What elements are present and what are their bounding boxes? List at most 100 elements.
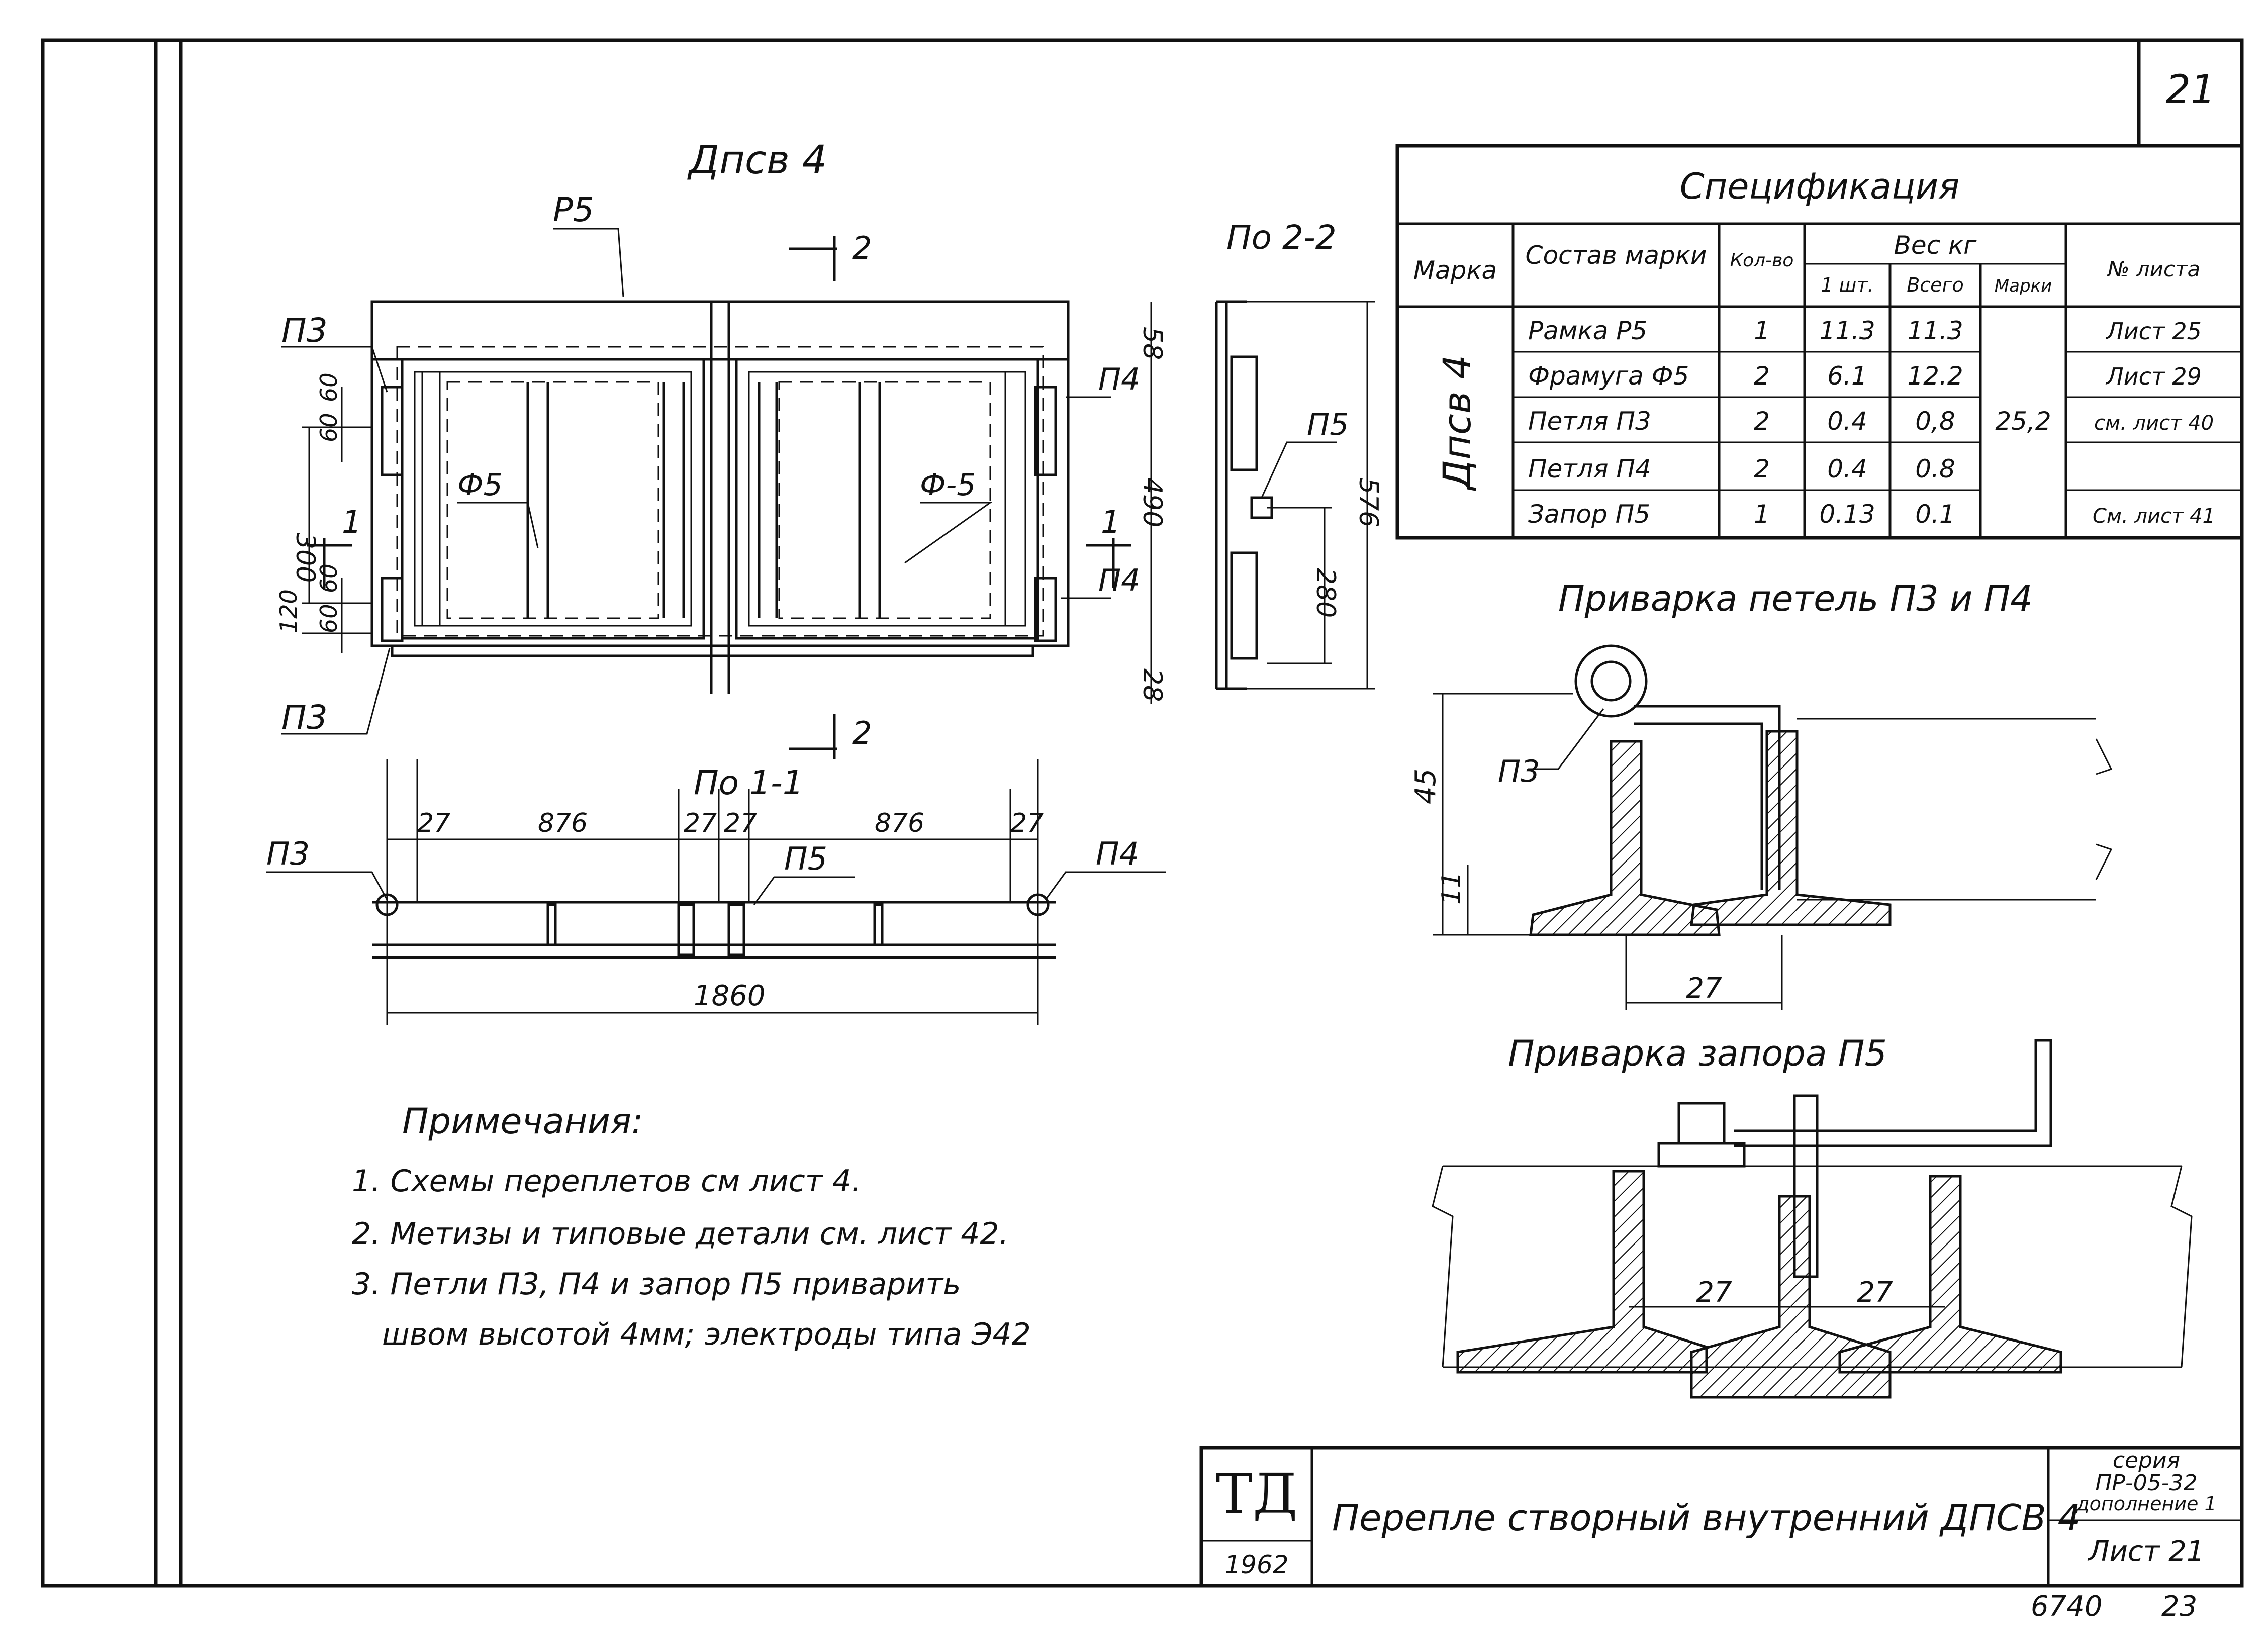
svg-text:2: 2 [852, 715, 872, 751]
dim-300: 300 [290, 533, 320, 583]
label-p3-bottom: П3 [281, 698, 328, 737]
hinge-p3-top [381, 386, 404, 476]
svg-text:1: 1 [1754, 316, 1770, 345]
section-marker-2-bottom: 2 [789, 714, 872, 759]
section-1-1-dim-4: 876 [875, 808, 924, 838]
title-name: Перепле створный внутренний ДПСВ 4 [1332, 1497, 2081, 1539]
sheet-frame [41, 38, 2244, 1588]
svg-text:Рамка Р5: Рамка Р5 [1528, 316, 1647, 345]
section-1-1: По 1-1 27 876 27 27 876 27 1860 П3 П5 П4 [266, 759, 1166, 1025]
note-1: 1. Схемы переплетов см лист 4. [352, 1164, 861, 1199]
dim-490: 490 [1137, 477, 1167, 527]
section-1-1-dim-3: 27 [724, 808, 757, 838]
specification-table: Спецификация Марка Состав марки Кол-во В… [1395, 144, 2244, 540]
svg-text:12.2: 12.2 [1907, 361, 1963, 391]
notes-title: Примечания: [402, 1101, 643, 1142]
svg-text:0.4: 0.4 [1827, 454, 1867, 484]
main-view-title: Дпсв 4 [687, 138, 827, 183]
spec-header-weight: Вес кг [1894, 231, 1977, 260]
label-f5-right: Ф-5 [920, 467, 976, 503]
label-frame-r5: Р5 [553, 190, 594, 229]
section-1-1-total: 1860 [694, 980, 766, 1012]
spec-row: Петля П4 2 0.4 0.8 [1528, 454, 1955, 484]
archive-number: 6740 [2031, 1590, 2103, 1623]
label-p4-top: П4 [1098, 362, 1140, 397]
spec-row: Запор П5 1 0.13 0.1 См. лист 41 [1528, 500, 2215, 529]
svg-text:60: 60 [315, 563, 342, 593]
svg-text:60: 60 [315, 604, 342, 633]
svg-text:См. лист 41: См. лист 41 [2093, 505, 2215, 528]
detail-hinge-label-p3: П3 [1498, 754, 1540, 789]
section-2-2: По 2-2 П5 576 58 490 28 280 [1137, 218, 1383, 704]
sash-left [401, 358, 705, 640]
dim-576: 576 [1353, 477, 1383, 527]
svg-text:60: 60 [315, 413, 342, 442]
detail-lock-title: Приварка запора П5 [1508, 1033, 1887, 1074]
hinge-p4-top [1034, 386, 1057, 476]
spec-header-sheet: № листа [2107, 257, 2200, 281]
spec-header-per-mark: Марки [1995, 276, 2052, 296]
title-sheet-label: Лист 21 [2088, 1535, 2205, 1568]
section-1-1-dim-1: 876 [538, 808, 588, 838]
label-f5-left: Ф5 [457, 467, 503, 503]
section-marker-1-left: 1 [307, 504, 361, 588]
title-year: 1962 [1224, 1550, 1288, 1579]
svg-text:Фрамуга Ф5: Фрамуга Ф5 [1528, 361, 1689, 391]
svg-text:Петля П3: Петля П3 [1528, 407, 1651, 436]
hinge-p4-bottom [1034, 577, 1057, 642]
spec-header-composition: Состав марки [1526, 241, 1707, 270]
svg-text:2: 2 [1754, 361, 1770, 391]
svg-text:0.4: 0.4 [1827, 407, 1867, 436]
spec-header-total: Всего [1907, 274, 1964, 296]
spec-mark-weight: 25,2 [1995, 407, 2051, 436]
detail-lock-welding: Приварка запора П5 27 27 [1432, 1033, 2193, 1399]
svg-text:1: 1 [342, 504, 361, 540]
section-1-1-dim-2: 27 [684, 808, 717, 838]
note-3: 3. Петли П3, П4 и запор П5 приварить [352, 1267, 961, 1302]
section-1-1-label-p4: П4 [1096, 835, 1139, 872]
sash-right [735, 358, 1040, 640]
svg-text:0.13: 0.13 [1819, 500, 1875, 529]
notes: Примечания: 1. Схемы переплетов см лист … [352, 1101, 1031, 1352]
section-marker-1-right: 1 [1086, 504, 1131, 588]
note-2: 2. Метизы и типовые детали см. лист 42. [352, 1216, 1009, 1252]
spec-mark-value: Дпсв 4 [1435, 355, 1479, 491]
svg-text:6.1: 6.1 [1827, 361, 1867, 391]
svg-text:60: 60 [315, 372, 342, 402]
spec-row: Фрамуга Ф5 2 6.1 12.2 Лист 29 [1528, 361, 2202, 391]
archive-page: 23 [2161, 1590, 2197, 1623]
section-2-2-label-p5: П5 [1307, 407, 1349, 442]
sheet-number: 21 [2165, 67, 2215, 113]
svg-text:0.8: 0.8 [1915, 454, 1955, 484]
sheet-number-box: 21 [2137, 38, 2244, 148]
spec-title: Спецификация [1680, 166, 1960, 207]
spec-header-qty: Кол-во [1730, 250, 1794, 271]
label-p3-top: П3 [281, 311, 328, 350]
detail-lock-dim-27-b: 27 [1857, 1276, 1893, 1309]
detail-hinge-dim-45: 45 [1409, 769, 1442, 804]
title-block: ТД 1962 Перепле створный внутренний ДПСВ… [1199, 1446, 2244, 1588]
title-series-note: дополнение 1 [2075, 1493, 2216, 1515]
spec-header-per-unit: 1 шт. [1821, 274, 1873, 296]
spec-header-mark: Марка [1413, 256, 1497, 285]
svg-text:Лист 25: Лист 25 [2105, 318, 2202, 345]
title-series-label: серия [2113, 1448, 2180, 1473]
svg-text:см. лист 40: см. лист 40 [2094, 412, 2214, 435]
detail-hinge-welding: Приварка петель П3 и П4 45 11 27 П3 [1409, 578, 2113, 1010]
title-series-code: ПР-05-32 [2095, 1470, 2197, 1496]
svg-text:2: 2 [1754, 454, 1770, 484]
detail-hinge-dim-11: 11 [1437, 872, 1467, 905]
svg-text:11.3: 11.3 [1819, 316, 1875, 345]
svg-text:2: 2 [852, 230, 872, 266]
svg-text:Петля П4: Петля П4 [1528, 454, 1651, 484]
detail-hinge-dim-27: 27 [1686, 972, 1722, 1005]
dim-28: 28 [1137, 668, 1167, 702]
svg-text:0.1: 0.1 [1915, 500, 1955, 529]
dim-280: 280 [1310, 568, 1341, 618]
section-1-1-dim-0: 27 [417, 808, 450, 838]
section-marker-2-top: 2 [789, 230, 872, 281]
section-1-1-label-p3: П3 [266, 835, 310, 872]
detail-hinge-title: Приварка петель П3 и П4 [1558, 578, 2033, 619]
logo-td: ТД [1216, 1462, 1298, 1526]
